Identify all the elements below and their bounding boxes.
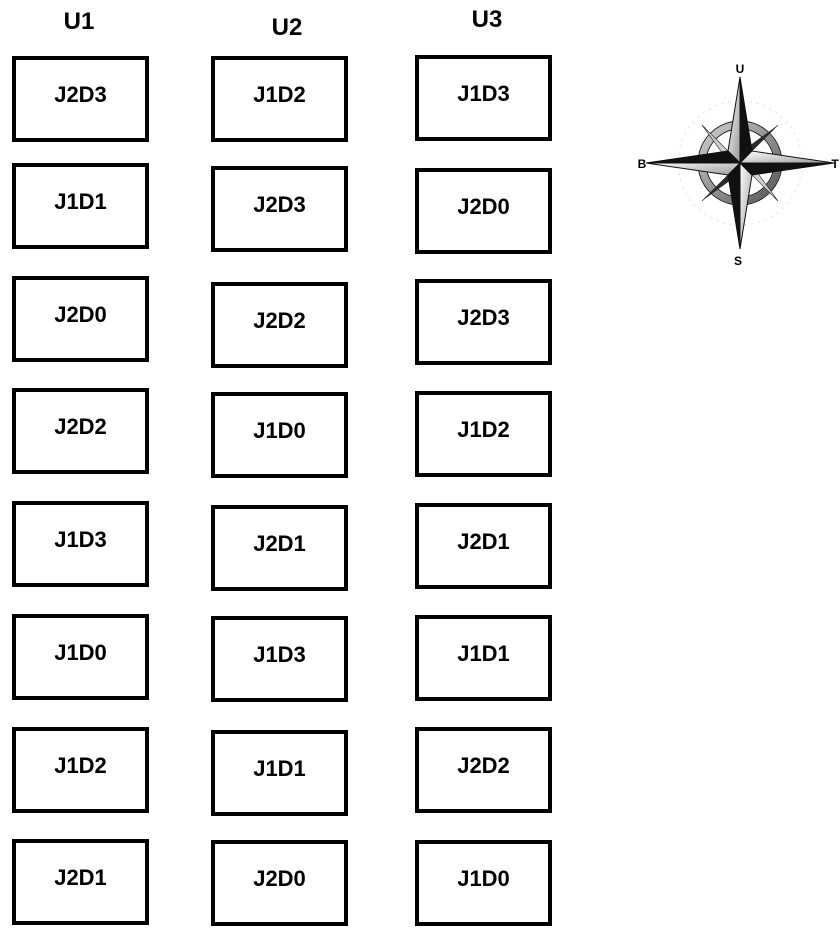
slot-u3-3: J2D3 xyxy=(415,279,552,365)
slot-u1-6: J1D0 xyxy=(12,614,149,700)
slot-label: J2D3 xyxy=(253,194,306,216)
column-header-u2: U2 xyxy=(247,16,327,40)
slot-label: J1D2 xyxy=(253,84,306,106)
slot-u1-8: J2D1 xyxy=(12,839,149,925)
slot-label: J2D1 xyxy=(457,531,510,553)
slot-u1-7: J1D2 xyxy=(12,727,149,813)
slot-label: J1D2 xyxy=(457,419,510,441)
slot-u2-7: J1D1 xyxy=(211,730,348,816)
slot-u3-6: J1D1 xyxy=(415,615,552,701)
slot-u3-7: J2D2 xyxy=(415,727,552,813)
slot-u3-1: J1D3 xyxy=(415,55,552,141)
slot-label: J2D3 xyxy=(457,307,510,329)
slot-u2-3: J2D2 xyxy=(211,282,348,368)
compass-rose-icon: U S B T xyxy=(636,60,840,270)
slot-u3-4: J1D2 xyxy=(415,391,552,477)
slot-label: J2D0 xyxy=(457,196,510,218)
compass-west-label: B xyxy=(638,157,647,171)
slot-u2-6: J1D3 xyxy=(211,616,348,702)
slot-u3-5: J2D1 xyxy=(415,503,552,589)
slot-u3-2: J2D0 xyxy=(415,168,552,254)
compass-east-label: T xyxy=(831,157,839,171)
slot-u2-2: J2D3 xyxy=(211,166,348,252)
slot-label: J1D0 xyxy=(457,868,510,890)
slot-label: J2D2 xyxy=(54,416,107,438)
slot-u1-3: J2D0 xyxy=(12,276,149,362)
slot-label: J1D1 xyxy=(457,643,510,665)
slot-label: J1D3 xyxy=(253,644,306,666)
slot-label: J1D0 xyxy=(253,420,306,442)
slot-label: J2D1 xyxy=(54,867,107,889)
slot-label: J2D0 xyxy=(54,304,107,326)
slot-label: J2D1 xyxy=(253,533,306,555)
slot-label: J1D1 xyxy=(54,191,107,213)
slot-label: J1D1 xyxy=(253,758,306,780)
slot-label: J2D2 xyxy=(253,310,306,332)
slot-label: J2D3 xyxy=(54,84,107,106)
slot-label: J2D0 xyxy=(253,868,306,890)
slot-u2-1: J1D2 xyxy=(211,56,348,142)
slot-u1-5: J1D3 xyxy=(12,501,149,587)
slot-label: J1D3 xyxy=(457,83,510,105)
slot-u2-4: J1D0 xyxy=(211,392,348,478)
slot-u1-4: J2D2 xyxy=(12,388,149,474)
slot-u1-2: J1D1 xyxy=(12,163,149,249)
slot-u1-1: J2D3 xyxy=(12,56,149,142)
slot-label: J1D2 xyxy=(54,755,107,777)
compass-south-label: S xyxy=(734,254,742,268)
slot-label: J2D2 xyxy=(457,755,510,777)
column-header-u1: U1 xyxy=(39,10,119,34)
slot-u3-8: J1D0 xyxy=(415,840,552,926)
slot-u2-8: J2D0 xyxy=(211,840,348,926)
slot-label: J1D0 xyxy=(54,642,107,664)
compass-north-label: U xyxy=(736,62,745,76)
slot-u2-5: J2D1 xyxy=(211,505,348,591)
column-header-u3: U3 xyxy=(447,8,527,32)
slot-label: J1D3 xyxy=(54,529,107,551)
